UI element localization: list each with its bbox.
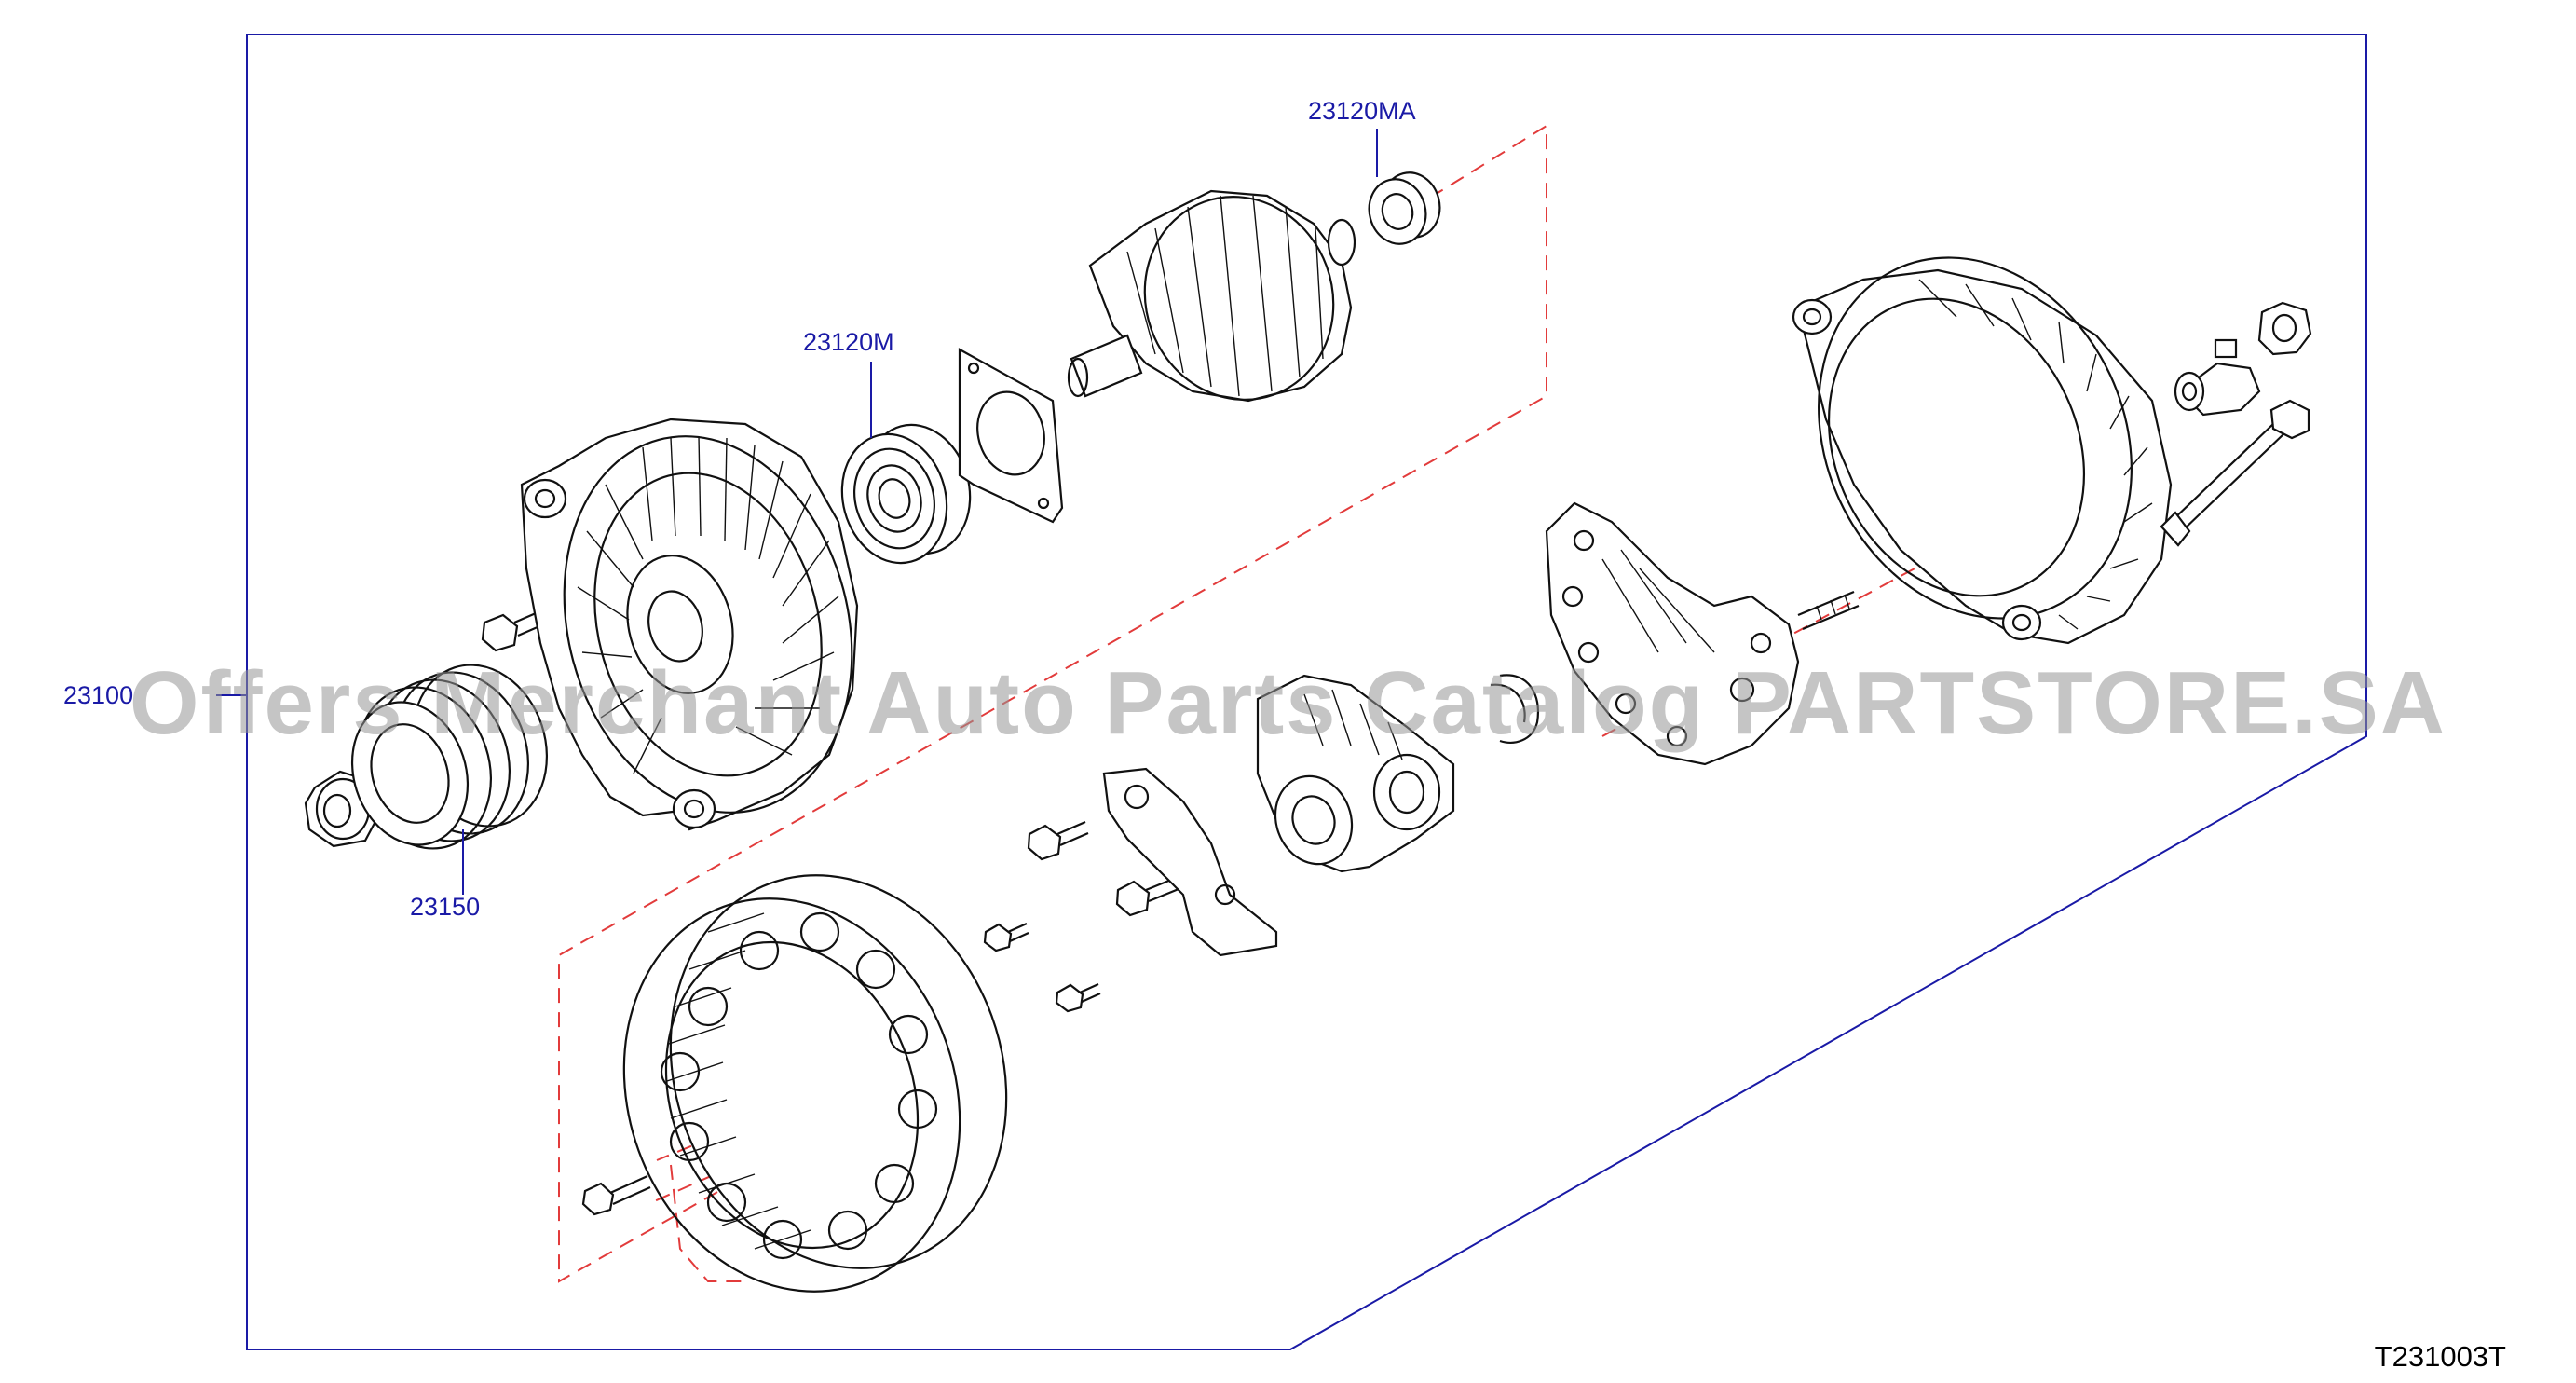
pulley-icon: [350, 664, 549, 850]
circlip-icon: [1490, 674, 1540, 744]
regulator-screws-icon: [983, 820, 1179, 1013]
front-bearing-icon: [840, 423, 972, 565]
rear-housing-icon: [1792, 256, 2173, 645]
retainer-plate-icon: [958, 348, 1064, 524]
bracket-icon: [1102, 767, 1278, 957]
callout-front-bearing[interactable]: 23120M: [803, 328, 894, 356]
callout-pulley[interactable]: 23150: [410, 893, 481, 921]
terminal-bushing-icon: [2174, 338, 2261, 417]
assembly-frame: [246, 34, 2367, 1350]
rotor-icon: [1067, 189, 1356, 403]
callout-assembly[interactable]: 23100: [63, 681, 134, 709]
rectifier-icon: [1545, 501, 1860, 766]
diagram-code: T231003T: [2374, 1340, 2506, 1373]
rear-bearing-icon: [1368, 171, 1441, 245]
stator-screw-icon: [581, 1174, 651, 1216]
stator-icon: [622, 874, 1008, 1293]
voltage-regulator-icon: [1256, 674, 1455, 873]
front-housing-icon: [520, 418, 859, 831]
terminal-nut-icon: [2257, 301, 2312, 356]
callout-rear-bearing[interactable]: 23120MA: [1308, 97, 1416, 125]
through-bolt-icon: [2160, 399, 2310, 547]
